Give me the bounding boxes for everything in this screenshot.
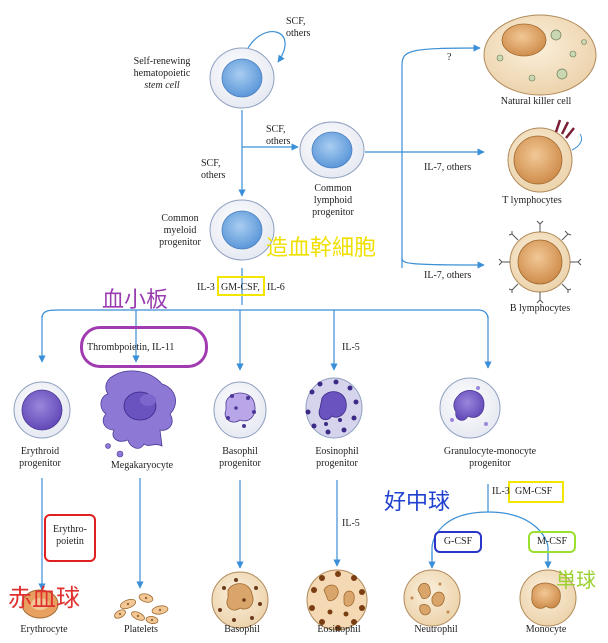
basophil-progenitor-cell: [213, 381, 267, 439]
eosinophil-label: Eosinophil: [317, 624, 361, 635]
hematopoiesis-annotation: 造血幹細胞: [266, 236, 377, 261]
gm-csf-bottom-highlight: [508, 481, 564, 503]
monocyte-label: Monocyte: [525, 624, 567, 635]
stem-cell-label: Self-renewing hematopoietic stem cell: [133, 56, 191, 91]
il7-b-label: IL-7, others: [424, 270, 472, 281]
connector-lines: [38, 31, 552, 591]
eosinophil-cell: [306, 569, 368, 631]
erythroid-progenitor-label: Erythroid progenitor: [19, 446, 61, 469]
basophil-label: Basophil: [224, 624, 260, 635]
to-b-arrow: [401, 257, 485, 269]
megakaryocyte-label: Megakaryocyte: [110, 460, 174, 471]
erythropoietin-highlight: [44, 514, 96, 562]
il5-bottom-label: IL-5: [342, 518, 360, 529]
b-lymphocytes-label: B lymphocytes: [509, 303, 571, 314]
neutrophil-annotation: 好中球: [384, 490, 451, 515]
thrombopoietin-label: Thrombpoietin, IL-11: [87, 342, 175, 353]
erythrocyte-cell: [21, 589, 59, 619]
il7-t-label: IL-7, others: [424, 162, 472, 173]
platelets-label: Platelets: [124, 624, 158, 635]
m-csf-label: M-CSF: [536, 536, 568, 547]
scf-mid-label: SCF, others: [266, 124, 291, 147]
il5-top-label: IL-5: [342, 342, 360, 353]
basophil-progenitor-label: Basophil progenitor: [219, 446, 261, 469]
gm-csf-top-label: GM-CSF,: [221, 282, 260, 293]
common-myeloid-cell: [209, 199, 275, 261]
platelets-cluster: [114, 593, 169, 625]
g-csf-highlight: [434, 531, 482, 553]
erythropoietin-label: Erythro- poietin: [53, 524, 87, 547]
neutrophil-cell: [403, 569, 461, 627]
natural-killer-cell: [483, 14, 597, 96]
self-renew-arrow: [247, 31, 286, 63]
il3-label: IL-3: [197, 282, 215, 293]
question-mark: ?: [447, 52, 452, 63]
b-lymphocyte-cell: [498, 220, 582, 304]
thrombopoietin-highlight: [80, 326, 208, 368]
eosinophil-progenitor-cell: [305, 377, 363, 439]
gm-csf-bottom-label: GM-CSF: [515, 486, 553, 497]
to-nk-arrow: [401, 44, 481, 66]
erythrocyte-annotation: 赤血球: [8, 584, 80, 612]
common-lymphoid-label: Common lymphoid progenitor: [312, 183, 354, 218]
scf-left-label: SCF, others: [201, 158, 226, 181]
natural-killer-label: Natural killer cell: [500, 96, 572, 107]
stem-cell: [209, 47, 275, 109]
granulocyte-monocyte-label: Granulocyte-monocyte progenitor: [443, 446, 537, 469]
megakaryocyte-cell: [100, 370, 176, 458]
erythrocyte-label: Erythrocyte: [20, 624, 68, 635]
gm-csf-top-highlight: [217, 276, 265, 296]
g-csf-label: G-CSF: [443, 536, 473, 547]
eosinophil-progenitor-label: Eosinophil progenitor: [315, 446, 359, 469]
t-lymphocyte-cell: [507, 119, 583, 193]
erythroid-progenitor-cell: [13, 381, 71, 439]
monocyte-annotation: 単球: [556, 568, 596, 592]
gm-split: [431, 511, 549, 560]
m-csf-highlight: [528, 531, 576, 553]
basophil-cell: [211, 571, 269, 629]
granulocyte-monocyte-progenitor-cell: [439, 377, 501, 439]
neutrophil-label: Neutrophil: [414, 624, 458, 635]
il6-label: IL-6: [267, 282, 285, 293]
il3-bottom-label: IL-3: [492, 486, 510, 497]
common-myeloid-label: Common myeloid progenitor: [159, 213, 201, 248]
common-lymphoid-cell: [299, 121, 365, 179]
platelet-annotation: 血小板: [102, 288, 169, 313]
monocyte-cell: [519, 569, 577, 627]
t-lymphocytes-label: T lymphocytes: [502, 195, 562, 206]
scf-top-label: SCF, others: [286, 16, 311, 39]
